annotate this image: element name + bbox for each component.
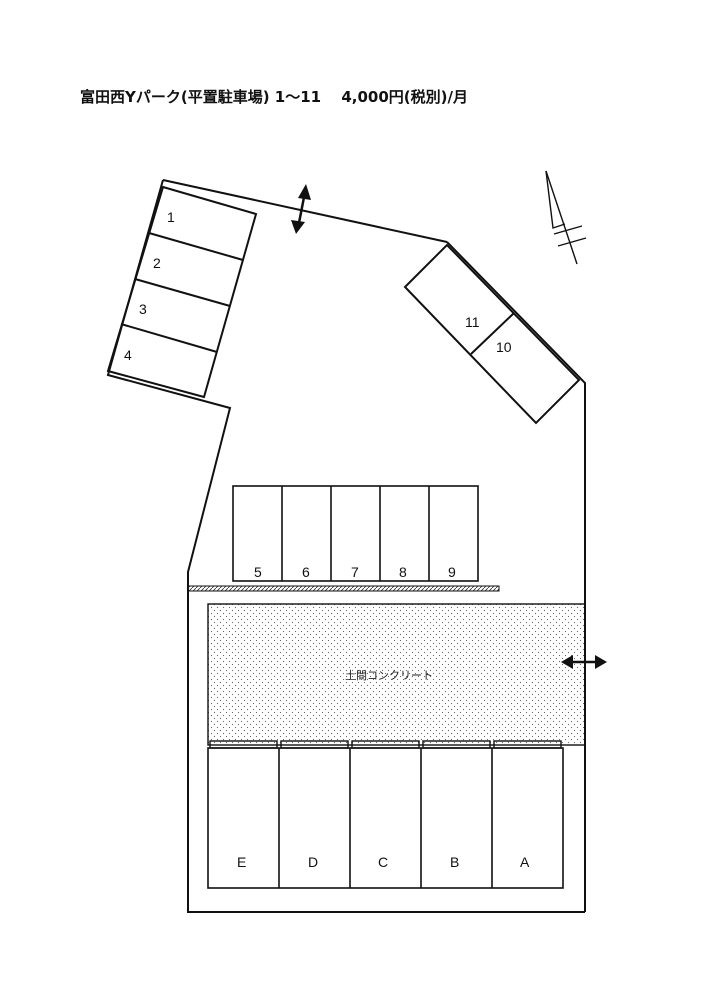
space-label-c: C <box>378 854 388 870</box>
space-label-10: 10 <box>496 339 512 355</box>
space-label-b: B <box>450 854 459 870</box>
space-group-10-11 <box>403 243 581 425</box>
north-arrow-icon <box>545 170 587 265</box>
page-title: 富田西Yパーク(平置駐車場) 1〜11 4,000円(税別)/月 <box>80 88 468 106</box>
space-label-e: E <box>237 854 246 870</box>
space-label-a: A <box>520 854 530 870</box>
space-label-8: 8 <box>399 564 407 580</box>
site-boundary <box>106 179 586 913</box>
space-label-4: 4 <box>124 347 132 363</box>
space-label-7: 7 <box>351 564 359 580</box>
block-1-4-outline <box>106 185 258 399</box>
space-label-6: 6 <box>302 564 310 580</box>
space-label-d: D <box>308 854 318 870</box>
space-label-3: 3 <box>139 301 147 317</box>
space-label-11: 11 <box>465 314 480 330</box>
space-group-a-e <box>207 747 564 889</box>
space-label-9: 9 <box>448 564 456 580</box>
curb-strip <box>187 585 500 592</box>
entrance-arrow-right-icon <box>561 655 607 669</box>
concrete-label: 土間コンクリート <box>345 669 433 682</box>
space-group-5-9 <box>232 485 479 582</box>
concrete-area <box>207 603 586 746</box>
entrance-arrow-top-icon <box>291 184 311 234</box>
space-group-1-4 <box>106 185 258 399</box>
space-label-5: 5 <box>254 564 262 580</box>
space-label-2: 2 <box>153 255 161 271</box>
space-label-1: 1 <box>167 209 175 225</box>
